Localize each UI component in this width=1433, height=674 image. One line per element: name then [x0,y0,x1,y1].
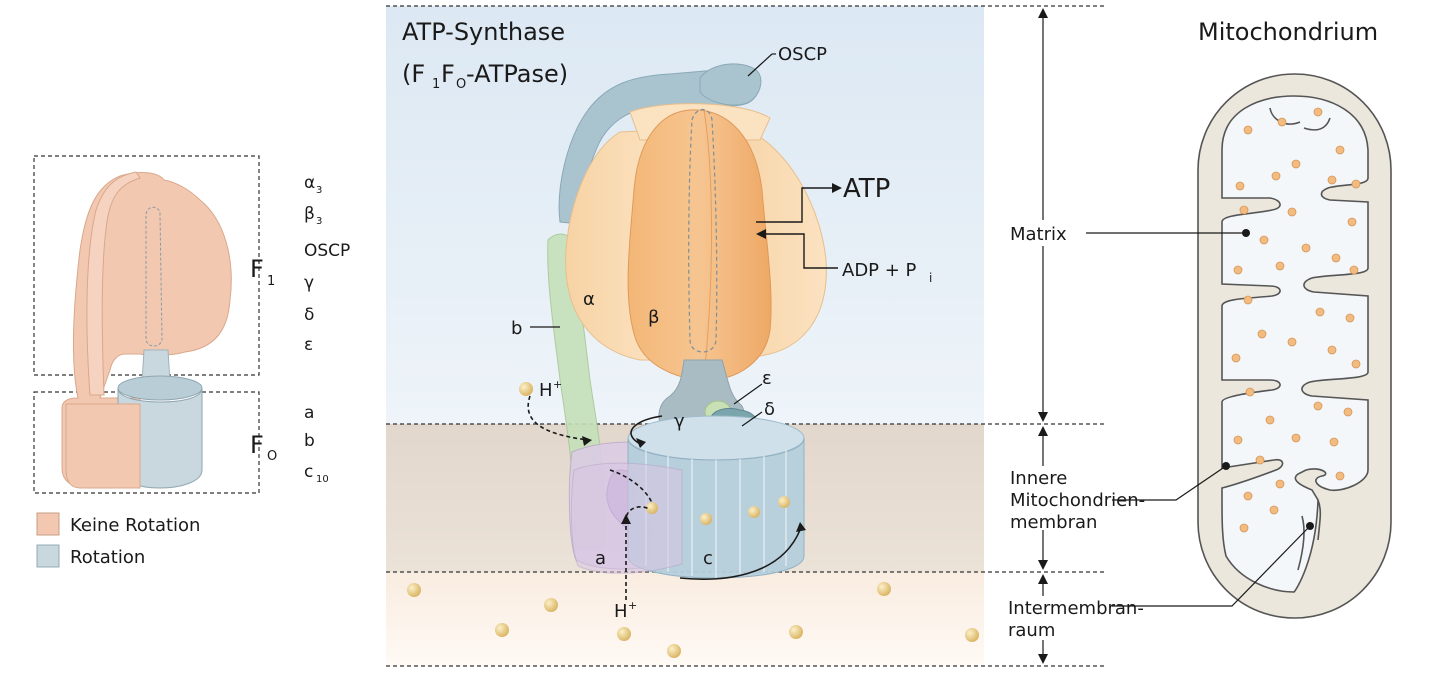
gamma-dashed-axis [688,108,718,353]
title-sub: O [456,77,466,92]
inner-membrane-label-1: Innere [1010,468,1067,489]
beta-subunit-ridge [703,109,713,379]
f1-component: δ [304,305,314,325]
fo-sub: O [267,449,277,464]
legend-label-no-rotation: Keine Rotation [70,515,200,536]
title-part: (F [402,60,425,88]
schematic-stator-a [65,403,141,489]
c-label: c [703,548,713,569]
legend-label-rotation: Rotation [70,547,145,568]
f1-component-sub: 3 [316,185,322,196]
fo-component: a [304,403,314,423]
legend-swatch-no-rotation [36,512,60,536]
atp-arrowhead [832,183,842,193]
enzyme-panel: ATP-Synthase (F 1 F O -ATPase) [386,5,1105,667]
beta-subunit [627,109,772,381]
inner-membrane-label-2: Mitochondrien- [1010,490,1145,511]
f1-label: F [250,255,264,283]
f1-components-list: α 3 β 3 OSCP γ δ ε [304,173,350,355]
oscp-cap [699,63,762,106]
mitochondrion-title: Mitochondrium [1198,18,1378,46]
atp-adp-arrows [756,187,838,269]
f1-component: γ [304,273,314,293]
a-label: a [595,548,606,569]
c-ring-top [627,415,805,461]
proton-in-channel [646,502,658,514]
arrow-heads [582,436,806,532]
adp-text: ADP + P [842,260,917,281]
alpha-label: α [583,289,595,310]
h-sup: + [553,378,562,391]
proton-spheres [407,382,979,658]
f1-component: OSCP [304,241,350,261]
atp-synthase-dots [1231,107,1361,533]
f1-component: ε [304,335,313,355]
schematic-panel: F 1 F O α 3 β 3 OSCP γ δ ε a b c 10 Kein… [33,155,350,568]
epsilon-label: ε [762,368,772,389]
dimension-arrowheads [1038,8,1048,664]
fo-label: F [250,431,264,459]
legend: Keine Rotation Rotation [36,512,200,568]
h-text: H [614,601,628,622]
h-plus-bottom: H + [614,599,637,622]
h-text: H [539,380,553,401]
inner-membrane-label-bg [1003,466,1107,530]
f1-component: α [304,173,315,193]
title-sub: 1 [432,77,440,92]
intermembrane-region [386,572,984,666]
fo-components-list: a b c 10 [304,403,329,485]
intermembrane-label-bg [1003,596,1111,640]
legend-swatch-rotation [36,544,60,568]
matrix-label-bg [1003,220,1083,246]
atp-label: ATP [843,174,890,204]
mito-leader-lines [1086,232,1311,607]
beta-label: β [648,307,660,328]
adp-arrowhead [756,229,766,239]
mito-leader-dots [1222,229,1314,530]
label-leader-lines [530,53,776,427]
title-part: -ATPase) [466,60,568,88]
schematic-stator-arm [86,171,141,396]
f1-component: β [304,204,315,224]
intermembrane-label-1: Intermembran- [1008,598,1144,619]
inner-membrane-label-3: membran [1010,512,1097,533]
fo-component: c [304,462,313,482]
title-part: F [441,60,455,88]
matrix-label: Matrix [1010,224,1067,245]
fo-component: b [304,431,315,451]
fo-component-sub: 10 [316,474,329,485]
oscp-label: OSCP [778,44,827,65]
f1-component-sub: 3 [316,216,322,227]
h-sup: + [628,599,637,612]
intermembrane-label-2: raum [1008,620,1055,641]
adp-label: ADP + P i [842,260,932,285]
f1-sub: 1 [267,274,275,289]
adp-sub: i [929,271,932,285]
enzyme-title-line1: ATP-Synthase [402,18,565,46]
h-plus-top: H + [539,378,562,401]
mitochondrion-panel: Mitochondrium [1086,18,1392,619]
schematic-rotor-top [117,375,203,401]
gamma-label: γ [674,411,685,432]
b-label: b [511,318,522,339]
enzyme-title-line2: (F 1 F O -ATPase) [402,60,568,92]
delta-label: δ [764,399,775,420]
schematic-f1-dashed-axis [145,206,163,347]
